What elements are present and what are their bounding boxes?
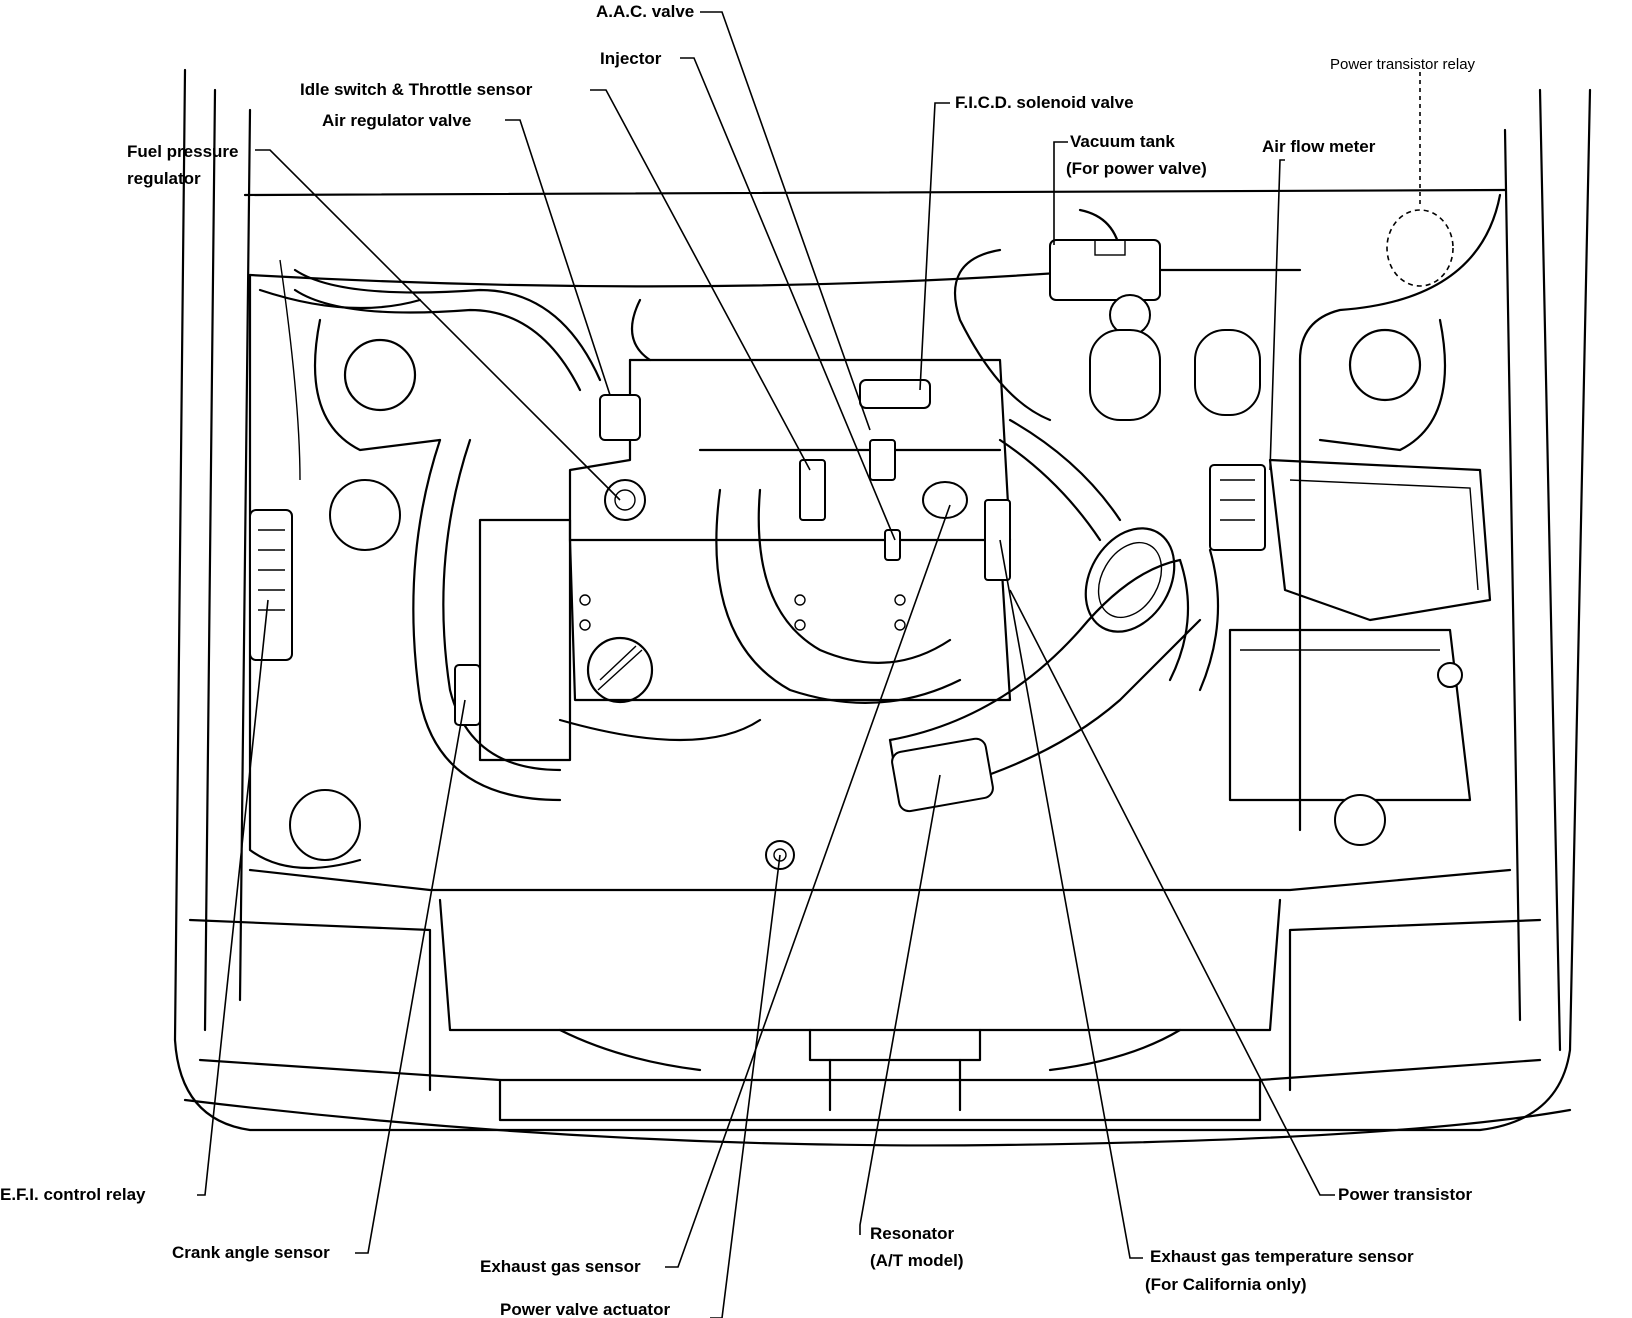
air-flow-meter-shape (1209, 464, 1266, 551)
label-power-valve-actuator: Power valve actuator (500, 1300, 670, 1318)
label-fuel-pressure-line1: Fuel pressure (127, 142, 239, 161)
label-resonator-line2: (A/T model) (870, 1251, 964, 1270)
air-cleaner-box (1268, 458, 1492, 622)
vacuum-tank-shape (1049, 239, 1161, 301)
crank-angle-sensor-shape (454, 664, 481, 726)
leader-lines (197, 11, 1421, 1318)
label-power-transistor: Power transistor (1338, 1185, 1473, 1204)
label-air-flow-meter: Air flow meter (1262, 137, 1376, 156)
label-crank-angle-sensor: Crank angle sensor (172, 1243, 330, 1262)
efi-relay-shape (249, 509, 293, 661)
label-idle-switch-throttle-sensor: Idle switch & Throttle sensor (300, 80, 533, 99)
strut-towers (313, 318, 1447, 452)
label-ficd-solenoid-valve: F.I.C.D. solenoid valve (955, 93, 1134, 112)
label-power-transistor-relay: Power transistor relay (1330, 56, 1476, 73)
label-resonator-line1: Resonator (870, 1224, 954, 1243)
components (249, 209, 1492, 870)
label-vacuum-tank-line1: Vacuum tank (1070, 132, 1175, 151)
engine-block (478, 358, 1220, 802)
vehicle-body-outline (173, 68, 1592, 1147)
label-exhaust-gas-sensor: Exhaust gas sensor (480, 1257, 641, 1276)
label-egt-sensor-line1: Exhaust gas temperature sensor (1150, 1247, 1414, 1266)
label-fuel-pressure-line2: regulator (127, 169, 201, 188)
label-vacuum-tank-line2: (For power valve) (1066, 159, 1207, 178)
labels: A.A.C. valve Injector Idle switch & Thro… (0, 2, 1476, 1318)
resonator-shape (891, 737, 994, 813)
label-injector: Injector (600, 49, 662, 68)
label-efi-control-relay: E.F.I. control relay (0, 1185, 146, 1204)
label-egt-sensor-line2: (For California only) (1145, 1275, 1307, 1294)
label-aac-valve: A.A.C. valve (596, 2, 694, 21)
power-transistor-relay-hidden (1386, 209, 1454, 287)
label-air-regulator-valve: Air regulator valve (322, 111, 471, 130)
